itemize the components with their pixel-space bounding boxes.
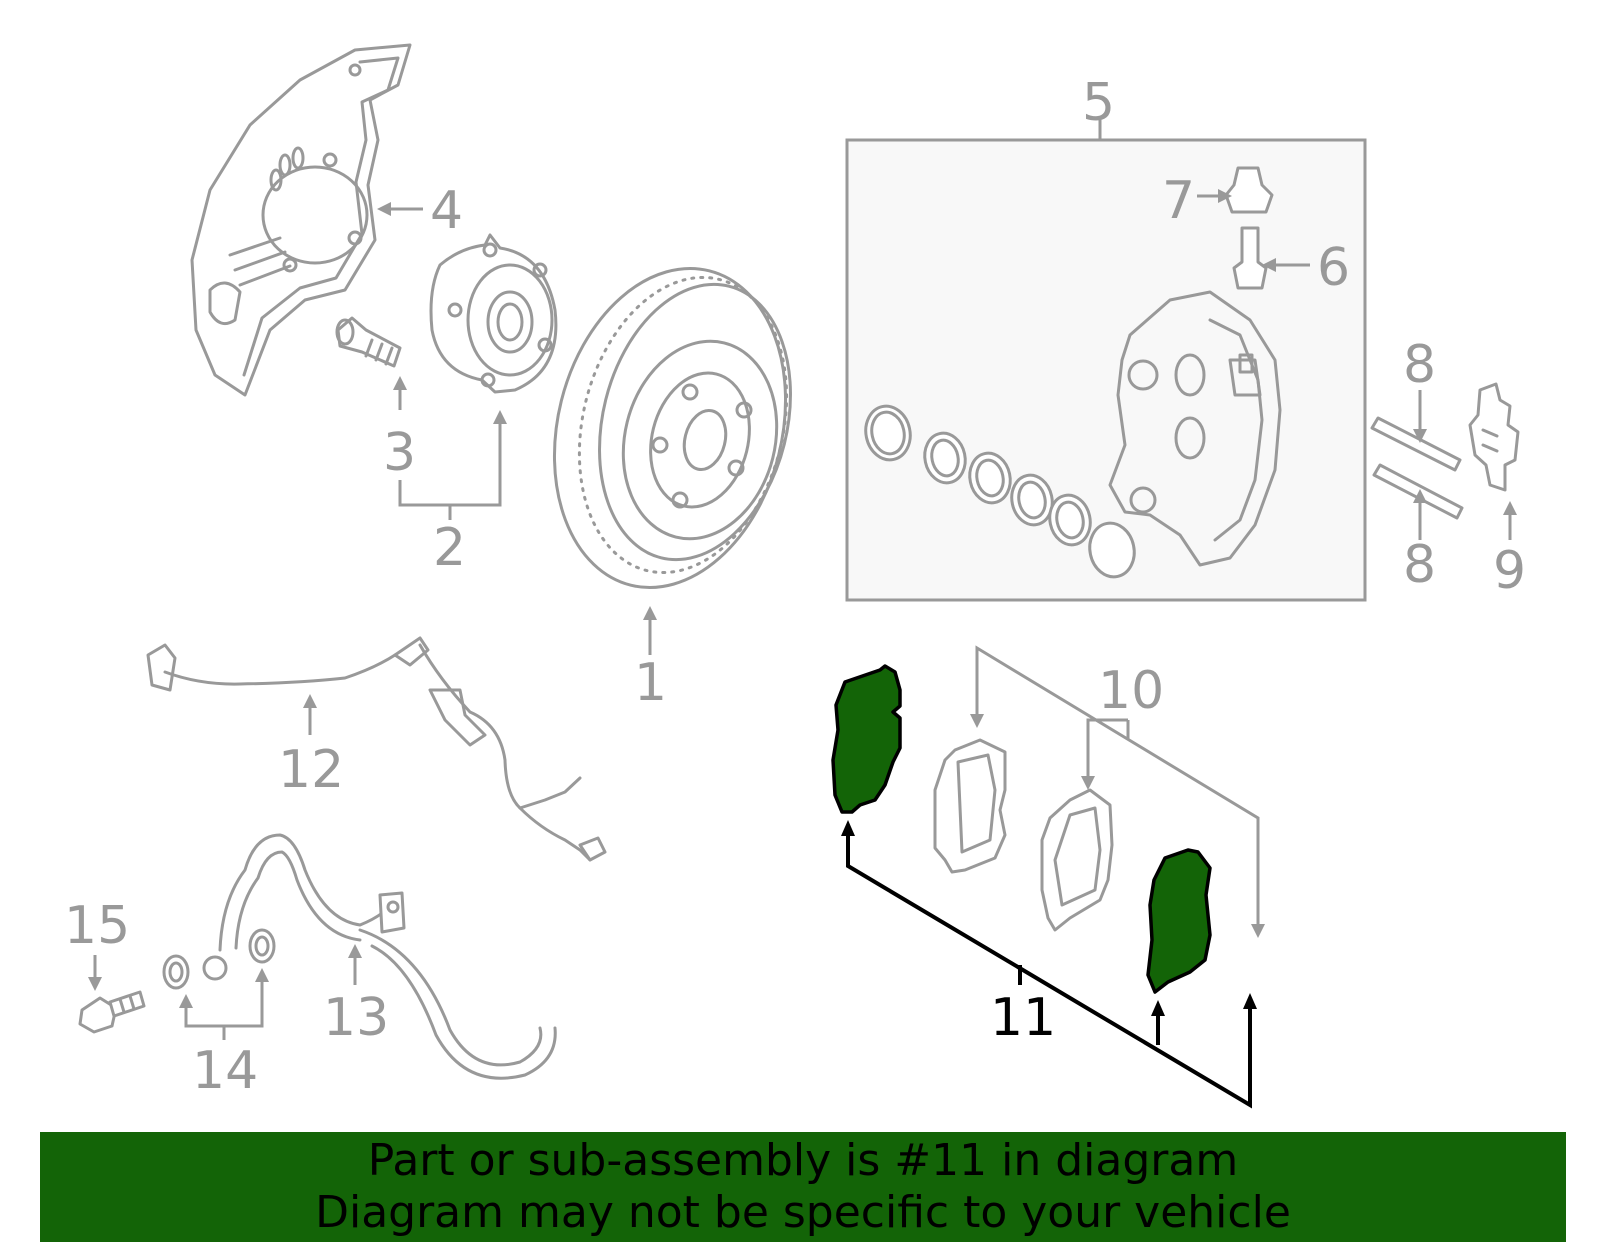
- banner-line-disclaimer: Diagram may not be specific to your vehi…: [315, 1187, 1291, 1238]
- hose-washers-part: [162, 928, 276, 990]
- brake-hose-part: [202, 833, 557, 1080]
- leader-lines-highlight: [841, 820, 1257, 1109]
- label-part-8-lower: 8: [1403, 535, 1436, 595]
- pad-clip-part: [1468, 382, 1520, 492]
- label-part-4: 4: [430, 181, 463, 241]
- brake-rotor-part: [552, 266, 792, 590]
- label-part-2: 2: [433, 518, 466, 578]
- label-part-9: 9: [1493, 541, 1526, 601]
- label-part-8-upper: 8: [1403, 335, 1436, 395]
- label-part-1: 1: [634, 653, 667, 713]
- label-part-6: 6: [1317, 238, 1350, 298]
- wheel-hub-part: [429, 233, 558, 394]
- part-labels: 4 3 2 1 5 7 6 8 8 9 10 11 12 13 14 15: [64, 73, 1526, 1101]
- brake-pad-set-part: [933, 738, 1114, 932]
- label-part-13: 13: [323, 988, 389, 1048]
- abs-sensor-part: [146, 636, 607, 862]
- brake-pad-highlighted: [831, 664, 1212, 994]
- label-part-7: 7: [1162, 171, 1195, 231]
- banjo-bolt-part: [78, 990, 146, 1034]
- label-part-5: 5: [1082, 73, 1115, 133]
- wheel-stud-part: [335, 316, 402, 368]
- label-part-10: 10: [1098, 661, 1164, 721]
- label-part-15: 15: [64, 896, 130, 956]
- guide-pins-part: [1370, 416, 1464, 520]
- label-part-11: 11: [990, 988, 1056, 1048]
- label-part-3: 3: [383, 423, 416, 483]
- info-banner: Part or sub-assembly is #11 in diagram D…: [40, 1132, 1566, 1242]
- dust-shield-part: [190, 43, 412, 397]
- banner-line-part: Part or sub-assembly is #11 in diagram: [367, 1135, 1239, 1186]
- caliper-assembly-part: [845, 118, 1367, 602]
- leader-lines: [88, 189, 1517, 1040]
- label-part-14: 14: [192, 1041, 258, 1101]
- label-part-12: 12: [278, 740, 344, 800]
